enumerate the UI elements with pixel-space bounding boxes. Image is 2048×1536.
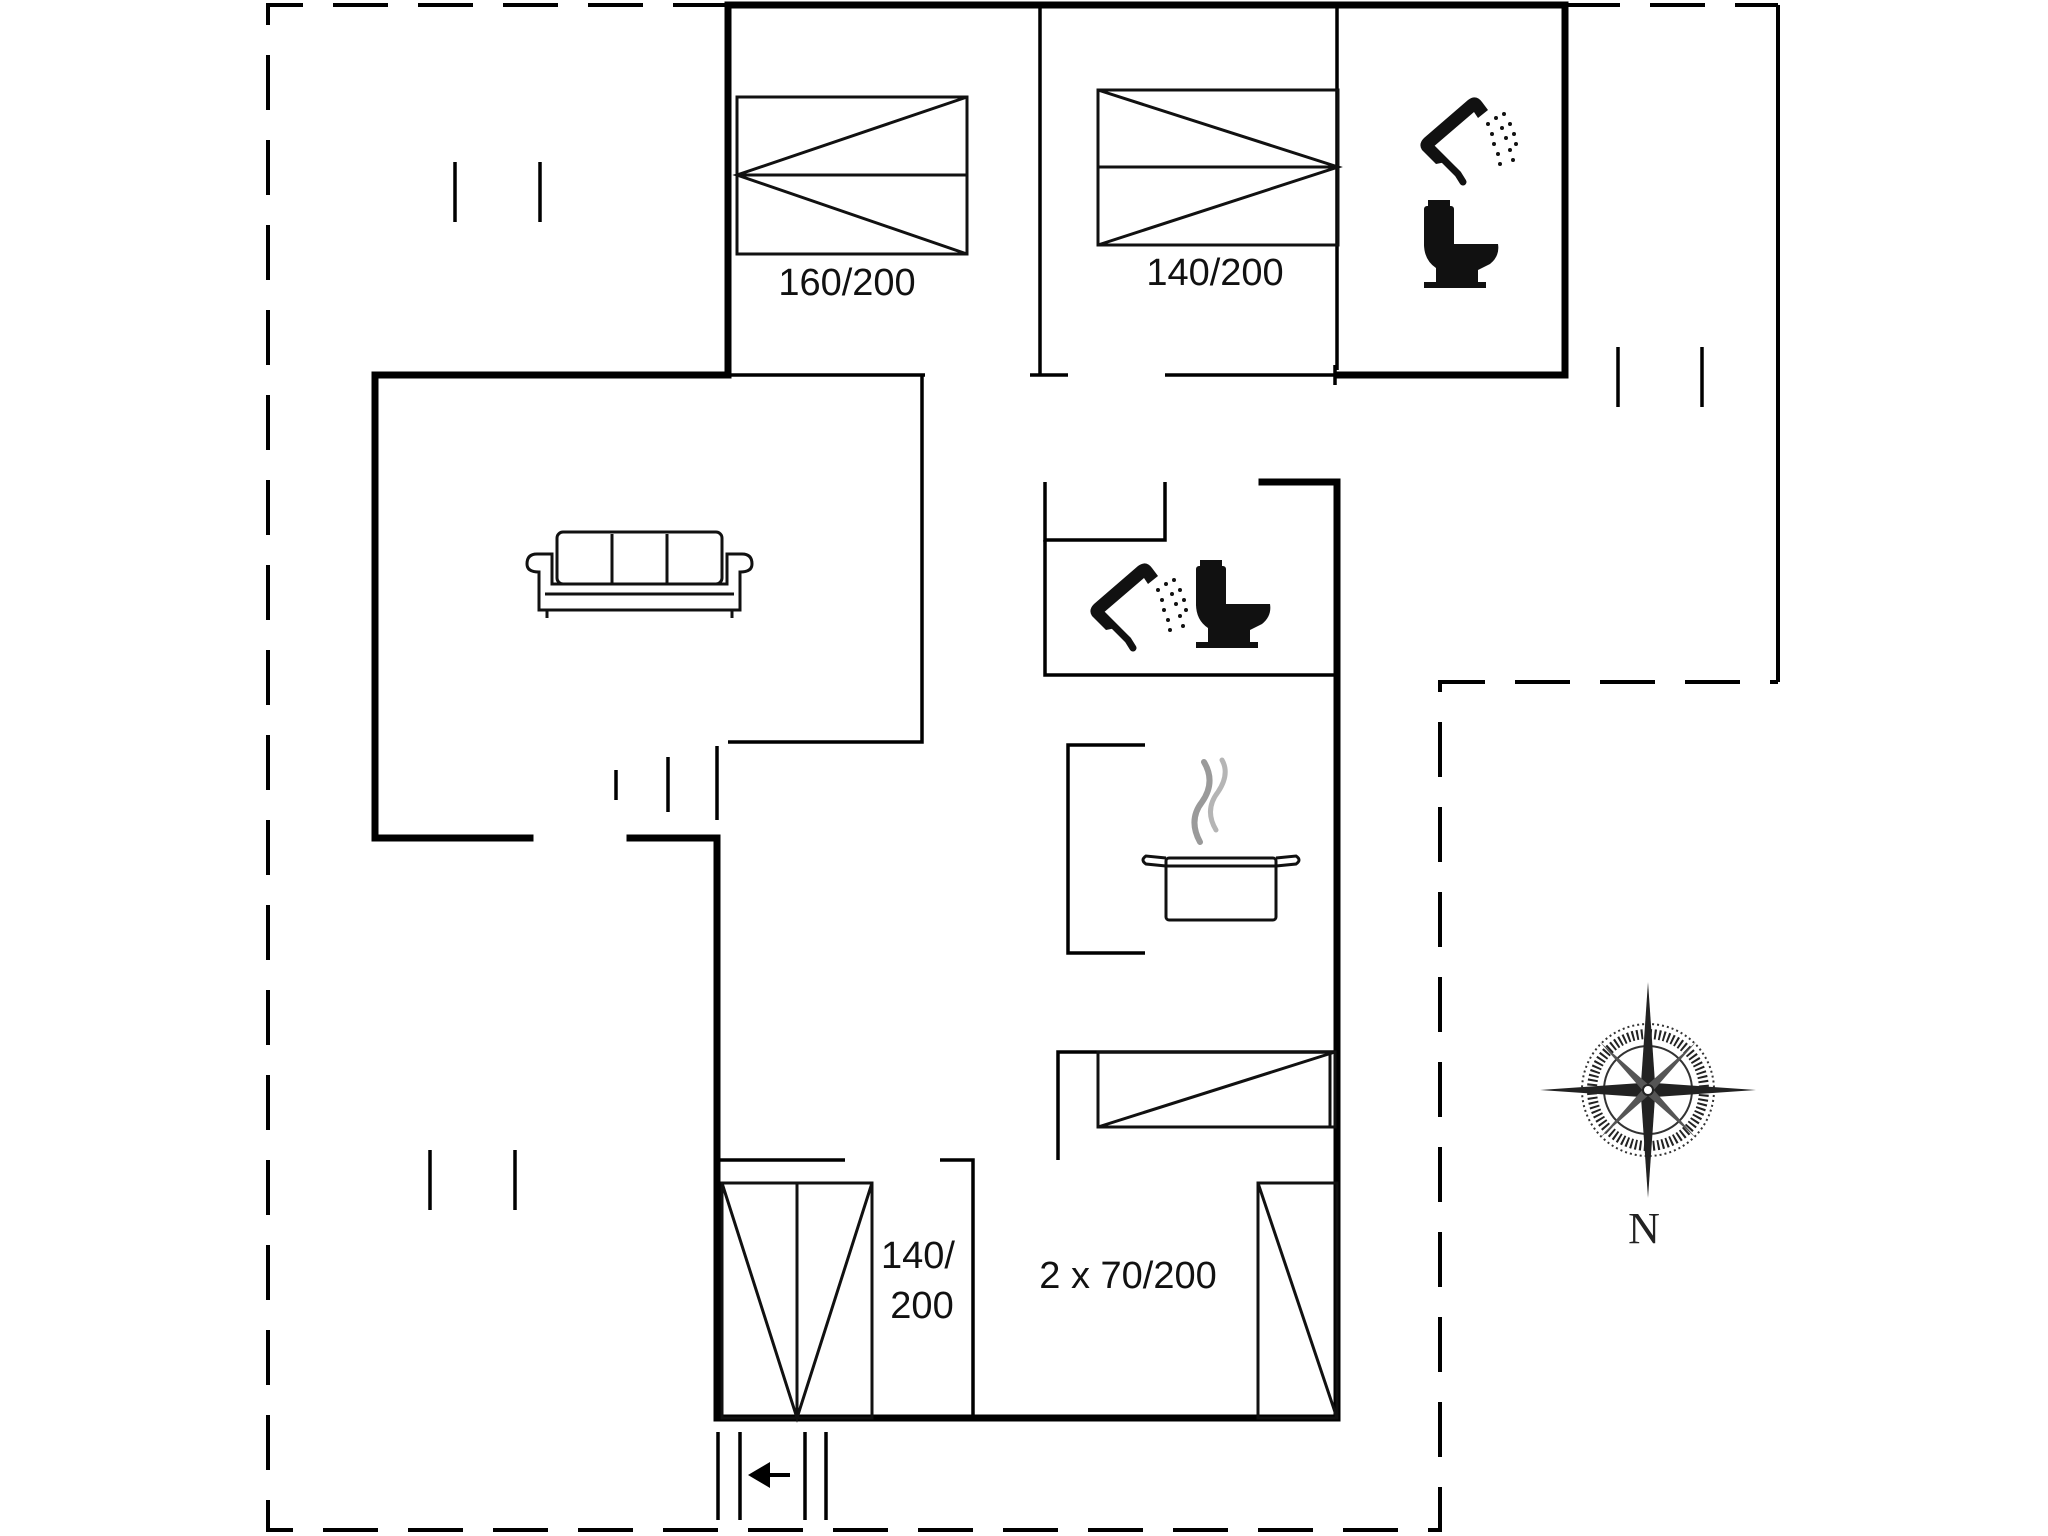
walls (371, 1, 1569, 1422)
bed-single-side (1096, 1050, 1337, 1129)
bed-size-label: 200 (890, 1285, 953, 1327)
bed-size-label: 140/ (881, 1235, 955, 1277)
shower-icon (1420, 97, 1518, 186)
cooking-pot-icon (1141, 757, 1301, 922)
toilet-icon (1196, 560, 1271, 648)
bed-140-200-top (1096, 88, 1343, 247)
bed-160-200 (732, 95, 969, 256)
bed-size-label: 2 x 70/200 (1039, 1255, 1216, 1297)
terrace-outline (266, 3, 1780, 1532)
bed-140-200-bottom (720, 1181, 874, 1423)
bed-size-label: 140/200 (1146, 252, 1283, 294)
interior-walls (614, 5, 1339, 1418)
compass-north-label: N (1628, 1204, 1660, 1253)
bed-size-label: 160/200 (778, 262, 915, 304)
entrance-arrow-icon (716, 1432, 828, 1520)
bed-2x70-200 (1256, 1181, 1339, 1420)
toilet-icon (1424, 200, 1499, 288)
sofa-icon (525, 530, 754, 618)
shower-icon (1090, 563, 1188, 652)
compass-rose-icon (1540, 982, 1756, 1198)
